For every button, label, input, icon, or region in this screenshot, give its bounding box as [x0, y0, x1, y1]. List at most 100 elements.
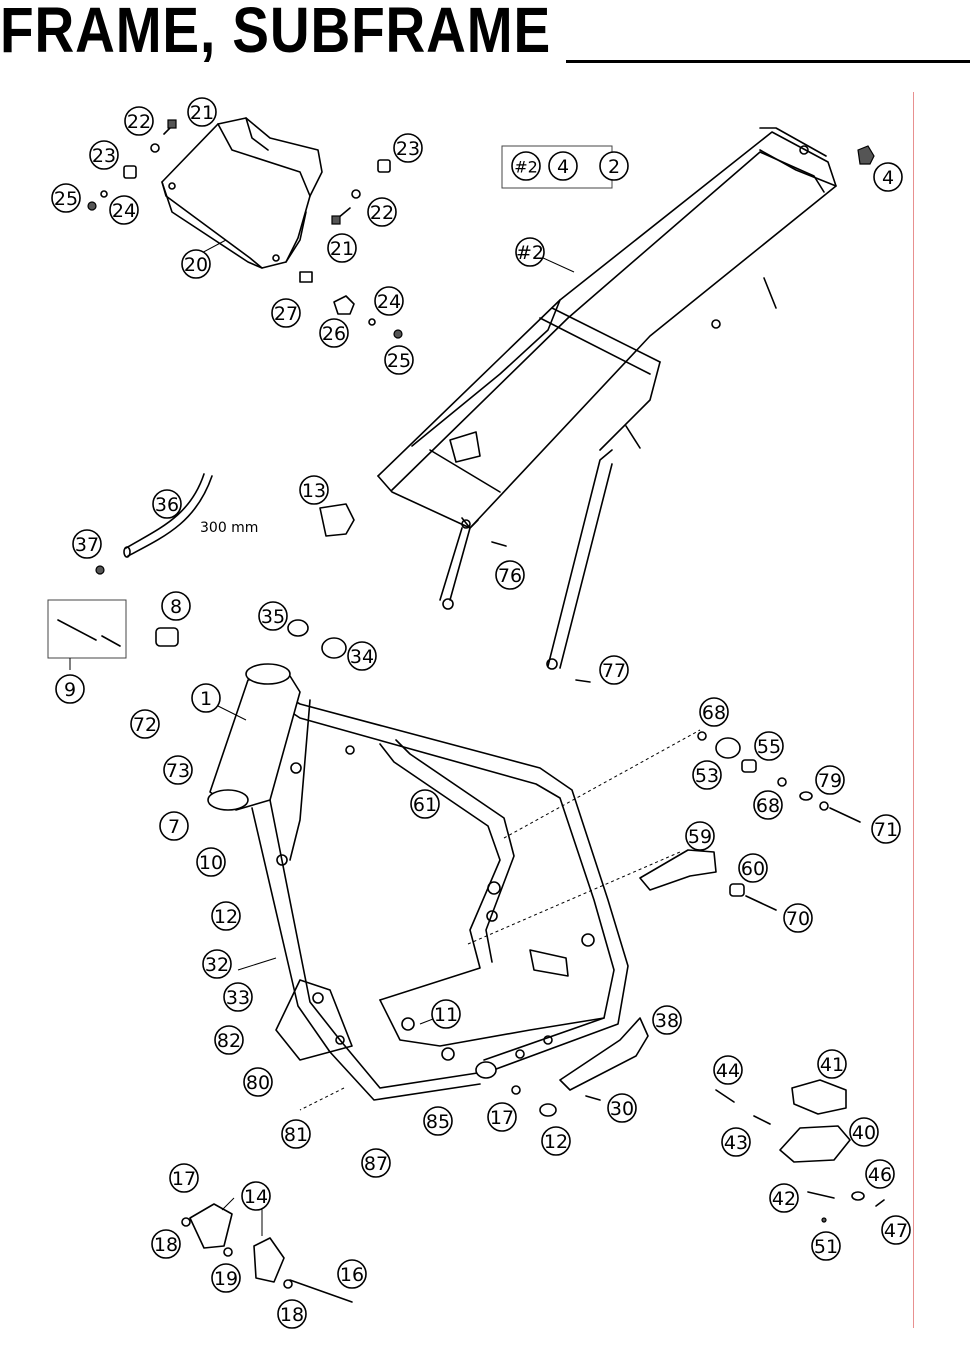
variant-box-label: 4: [557, 156, 569, 178]
subframe-drawing: [377, 127, 837, 670]
callout-24a: 24: [109, 195, 139, 225]
callout-10: 10: [196, 847, 226, 877]
callout-2h: #2: [515, 237, 545, 267]
callout-87: 87: [361, 1148, 391, 1178]
callout-19: 19: [211, 1263, 241, 1293]
callout-68b: 68: [753, 790, 783, 820]
skid-plate-drawing: [87, 117, 403, 339]
callout-41: 41: [817, 1049, 847, 1079]
callout-71: 71: [871, 814, 901, 844]
callout-label: #2: [516, 242, 544, 264]
callout-label: 72: [133, 714, 157, 736]
callout-label: 53: [695, 765, 719, 787]
dash-leader-59: [467, 851, 681, 945]
footpeg-drawing: [715, 1079, 885, 1223]
callout-8: 8: [161, 591, 191, 621]
callout-label: 32: [205, 954, 229, 976]
callout-43: 43: [721, 1127, 751, 1157]
lock-box: [47, 599, 127, 659]
callout-68a: 68: [699, 697, 729, 727]
callout-27: 27: [271, 298, 301, 328]
callout-label: 22: [127, 111, 151, 133]
callout-label: 19: [214, 1268, 238, 1290]
callout-label: 51: [814, 1236, 838, 1258]
callout-label: 41: [820, 1054, 844, 1076]
callout-21b: 21: [327, 233, 357, 263]
callout-label: 71: [874, 819, 898, 841]
dash-leader-80: [299, 1087, 345, 1111]
callout-36: 36: [152, 489, 182, 519]
callout-11: 11: [431, 999, 461, 1029]
callout-label: 11: [434, 1004, 458, 1026]
callout-30: 30: [607, 1093, 637, 1123]
callout-label: 68: [702, 702, 726, 724]
callout-label: 7: [168, 816, 180, 838]
callout-80: 80: [243, 1067, 273, 1097]
callout-76: 76: [495, 560, 525, 590]
callout-18a: 18: [151, 1229, 181, 1259]
callout-label: 81: [284, 1124, 308, 1146]
callout-label: 42: [772, 1188, 796, 1210]
callout-61: 61: [410, 789, 440, 819]
callout-label: 14: [244, 1186, 268, 1208]
callout-12b: 12: [541, 1126, 571, 1156]
callout-label: 73: [166, 760, 190, 782]
callout-33: 33: [223, 982, 253, 1012]
callout-51: 51: [811, 1231, 841, 1261]
callout-55: 55: [754, 731, 784, 761]
callout-17a: 17: [487, 1102, 517, 1132]
callout-9: 9: [55, 674, 85, 704]
callout-4: 4: [873, 162, 903, 192]
callout-40: 40: [849, 1117, 879, 1147]
callout-12a: 12: [211, 901, 241, 931]
callout-70: 70: [783, 903, 813, 933]
callout-79: 79: [815, 765, 845, 795]
variant-box-label: #2: [514, 158, 538, 177]
callout-label: 18: [280, 1304, 304, 1326]
callout-label: 35: [261, 606, 285, 628]
callout-label: 34: [350, 646, 374, 668]
plug-part: [857, 145, 875, 165]
callout-label: 21: [190, 102, 214, 124]
title-underline: [566, 60, 970, 63]
callout-25a: 25: [51, 183, 81, 213]
callout-17b: 17: [169, 1163, 199, 1193]
callout-label: 37: [75, 534, 99, 556]
callout-label: 70: [786, 908, 810, 930]
callout-label: 79: [818, 770, 842, 792]
callout-85: 85: [423, 1106, 453, 1136]
callout-label: 1: [200, 688, 212, 710]
callout-label: 9: [64, 679, 76, 701]
callout-34: 34: [347, 641, 377, 671]
callout-label: 16: [340, 1264, 364, 1286]
callout-53: 53: [692, 760, 722, 790]
callout-46: 46: [865, 1159, 895, 1189]
callout-label: 24: [377, 291, 401, 313]
callout-16: 16: [337, 1259, 367, 1289]
callout-35: 35: [258, 601, 288, 631]
callout-13: 13: [299, 475, 329, 505]
callout-label: 47: [884, 1220, 908, 1242]
callout-24b: 24: [374, 286, 404, 316]
callout-label: 22: [370, 202, 394, 224]
callout-label: 33: [226, 987, 250, 1009]
callout-label: 20: [184, 254, 208, 276]
callout-label: 12: [214, 906, 238, 928]
callout-2: 2: [599, 151, 629, 181]
ring-part-35: [287, 619, 309, 637]
callout-77: 77: [599, 655, 629, 685]
lower-bracket-drawing: [181, 1203, 353, 1303]
dash-leader-68: [503, 729, 701, 839]
bolt-76: [491, 541, 507, 547]
callout-label: 17: [172, 1168, 196, 1190]
callout-label: 76: [498, 565, 522, 587]
callout-38: 38: [652, 1005, 682, 1035]
callout-label: 38: [655, 1010, 679, 1032]
callout-25b: 25: [384, 345, 414, 375]
callout-20: 20: [181, 249, 211, 279]
callout-label: 36: [155, 494, 179, 516]
callout-82: 82: [214, 1025, 244, 1055]
callout-26: 26: [319, 318, 349, 348]
clip-part-13: [319, 503, 355, 537]
callout-21a: 21: [187, 97, 217, 127]
